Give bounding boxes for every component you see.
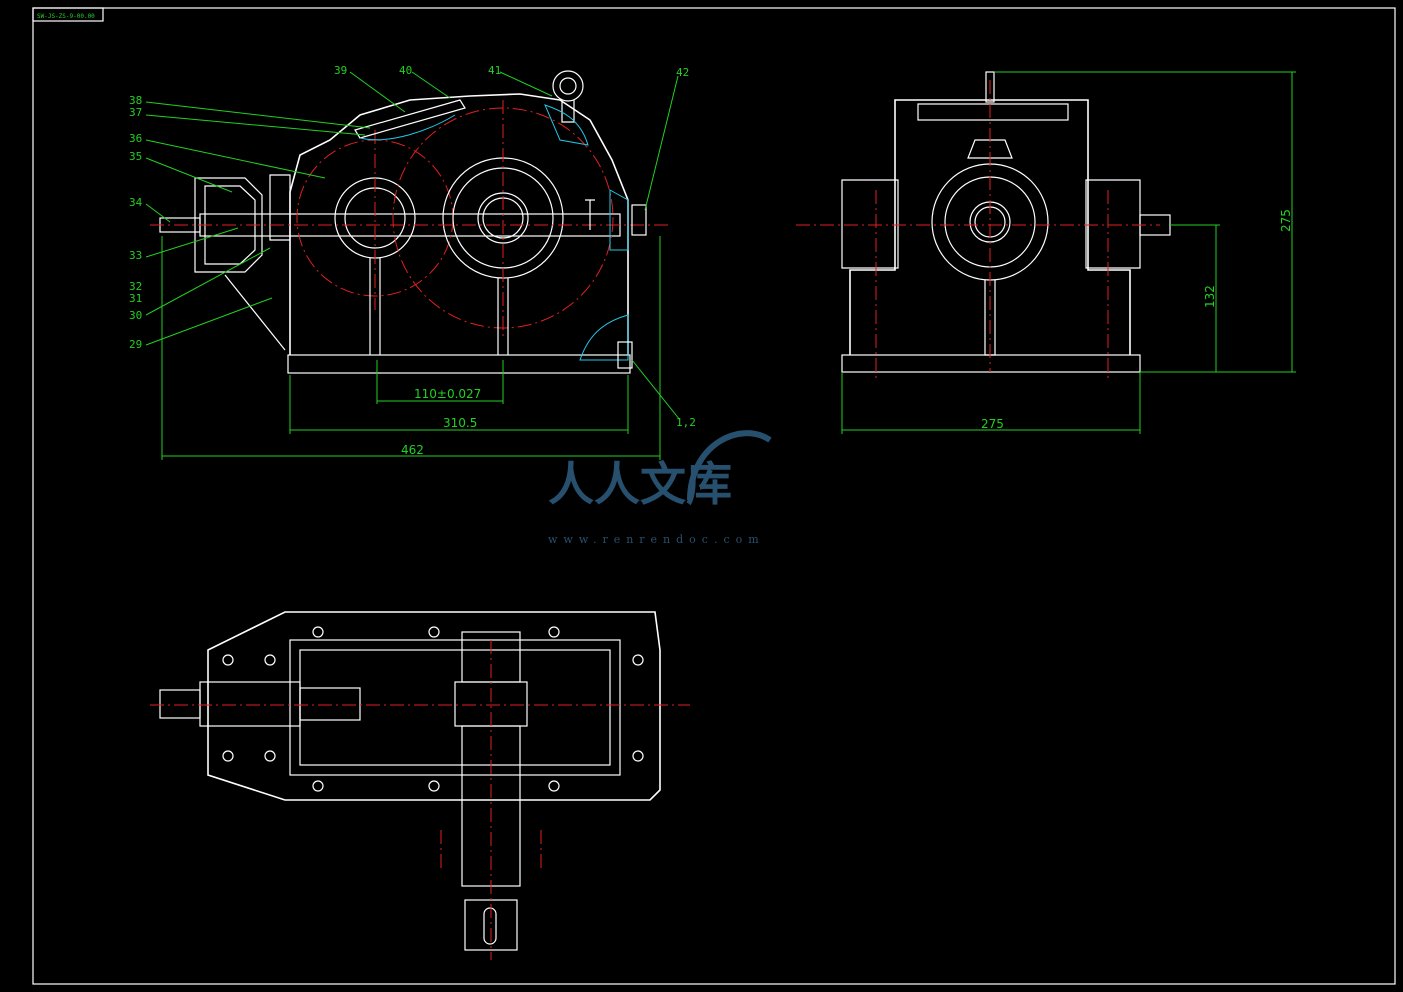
part-label: 31 (129, 292, 142, 305)
watermark: 人人文库 www.renrendoc.com (548, 430, 772, 546)
inspection-cover (354, 99, 466, 139)
bolt-hole (222, 654, 234, 666)
part-label: 33 (129, 249, 142, 262)
front-view: 39 40 41 42 38 37 36 35 34 33 32 31 30 2… (129, 64, 696, 460)
title-block (32, 7, 104, 22)
svg-text:462: 462 (401, 443, 424, 457)
part-label: 37 (129, 106, 142, 119)
bearing-cap-left (194, 177, 263, 273)
part-label: 36 (129, 132, 142, 145)
dimension-height: 275 (995, 71, 1296, 373)
dimension-center-distance: 110±0.027 (376, 360, 504, 404)
side-base (841, 354, 1141, 373)
dimension-base-length: 310.5 (289, 375, 629, 434)
watermark-url: www.renrendoc.com (548, 533, 765, 546)
dimension-width: 275 (841, 372, 1141, 434)
part-label: 1,2 (676, 416, 696, 429)
top-housing (207, 611, 661, 801)
side-view: 275 132 275 (796, 71, 1296, 434)
part-label: 29 (129, 338, 142, 351)
top-input-shaft (159, 689, 201, 719)
part-label: 34 (129, 196, 143, 209)
part-label: 38 (129, 94, 142, 107)
svg-text:275: 275 (981, 417, 1004, 431)
dimension-overall-length: 462 (161, 236, 661, 460)
part-label: 40 (399, 64, 412, 77)
bolt (631, 204, 647, 236)
svg-text:110±0.027: 110±0.027 (414, 387, 481, 401)
lifting-eye (552, 70, 584, 102)
part-label: 30 (129, 309, 142, 322)
drawing-code: SW-JS-ZS-9-00.00 (37, 13, 95, 20)
part-label: 42 (676, 66, 689, 79)
side-housing (849, 99, 1131, 355)
side-cover (917, 103, 1069, 121)
svg-text:132: 132 (1203, 285, 1217, 308)
part-label: 35 (129, 150, 142, 163)
housing-outline (289, 93, 629, 355)
svg-text:310.5: 310.5 (443, 416, 477, 430)
part-label: 39 (334, 64, 347, 77)
part-label: 32 (129, 280, 142, 293)
base-plate (287, 354, 631, 374)
watermark-brand: 人人文库 (548, 457, 732, 511)
watermark-logo-icon (687, 430, 772, 501)
drawing-border (32, 7, 1396, 985)
top-view (150, 611, 690, 960)
svg-text:275: 275 (1279, 209, 1293, 232)
dimension-shaft-height: 132 (1170, 224, 1220, 372)
part-label: 41 (488, 64, 501, 77)
